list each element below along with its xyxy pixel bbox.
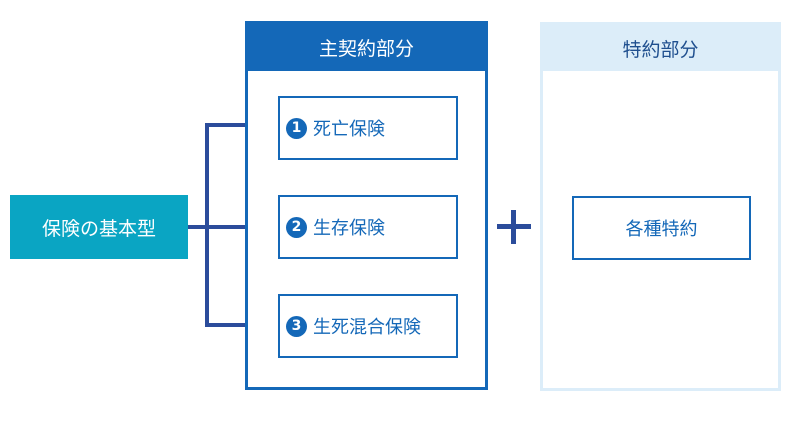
rider-header: 特約部分 bbox=[543, 25, 778, 71]
item-label: 生存保険 bbox=[313, 218, 385, 239]
main-contract-header: 主契約部分 bbox=[248, 24, 485, 71]
death-insurance-item: 1 死亡保険 bbox=[278, 96, 458, 160]
number-badge-icon: 3 bbox=[286, 315, 307, 337]
rider-title: 特約部分 bbox=[622, 38, 699, 61]
survival-insurance-item: 2 生存保険 bbox=[278, 195, 458, 259]
connector-stem bbox=[188, 225, 209, 229]
connector-branch-2 bbox=[205, 225, 280, 229]
item-label: 生死混合保険 bbox=[313, 317, 421, 338]
connector-branch-3 bbox=[205, 323, 280, 327]
various-riders-item: 各種特約 bbox=[572, 196, 751, 260]
number-badge-icon: 1 bbox=[286, 117, 307, 139]
endowment-insurance-item: 3 生死混合保険 bbox=[278, 294, 458, 358]
basic-type-box: 保険の基本型 bbox=[10, 195, 188, 259]
connector-branch-1 bbox=[205, 123, 280, 127]
basic-type-label: 保険の基本型 bbox=[41, 217, 156, 240]
number-badge-icon: 2 bbox=[286, 216, 307, 238]
item-label: 各種特約 bbox=[625, 219, 698, 240]
item-label: 死亡保険 bbox=[313, 119, 385, 140]
plus-icon-vertical bbox=[511, 210, 516, 244]
main-contract-title: 主契約部分 bbox=[318, 38, 414, 60]
